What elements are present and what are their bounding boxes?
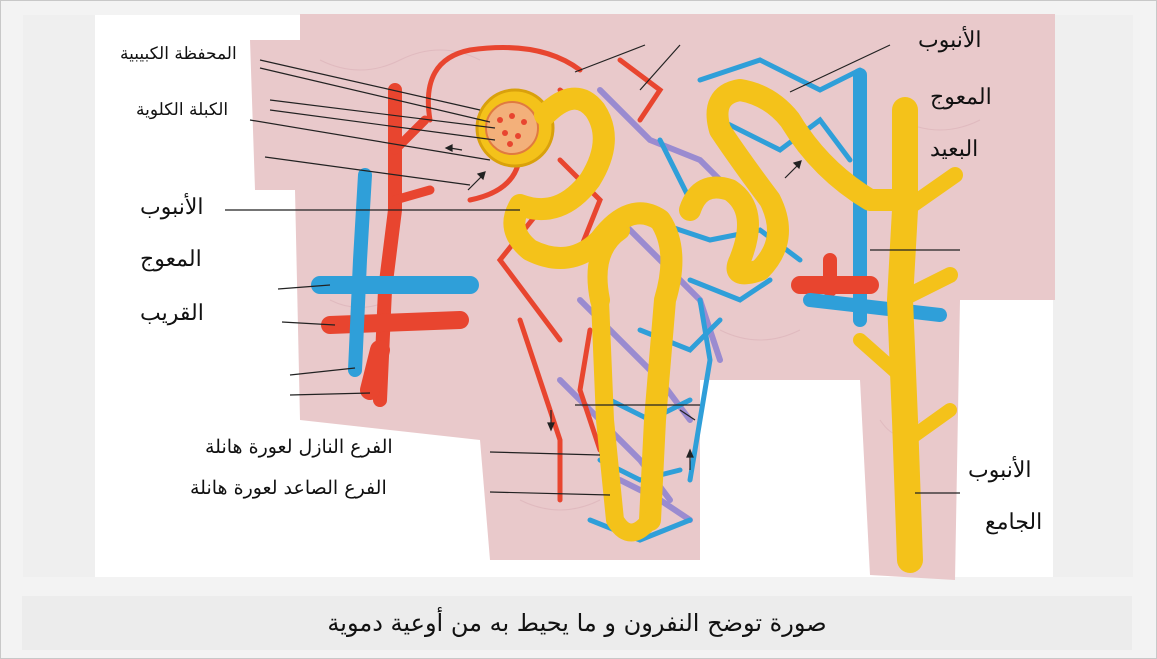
label-proximal-line2: المعوج [140,247,202,272]
label-collecting-line2: الجامع [985,510,1042,535]
label-collecting-line1: الأنبوب [968,458,1032,483]
figure-caption: صورة توضح النفرون و ما يحيط به من أوعية … [22,596,1132,650]
label-ascending-limb: الفرع الصاعد لعورة هانلة [190,477,387,499]
label-descending-limb: الفرع النازل لعورة هانلة [205,436,393,458]
label-proximal-line3: القريب [140,301,204,326]
label-distal-line3: البعيد [930,137,978,162]
label-glomerulus: الكبلة الكلوية [136,100,228,120]
label-distal-line1: الأنبوب [918,28,982,53]
label-bowman-capsule: المحفظة الكبيبية [120,44,237,64]
bowman-capsule [477,90,553,166]
label-proximal-line1: الأنبوب [140,195,204,220]
label-distal-line2: المعوج [930,85,992,110]
